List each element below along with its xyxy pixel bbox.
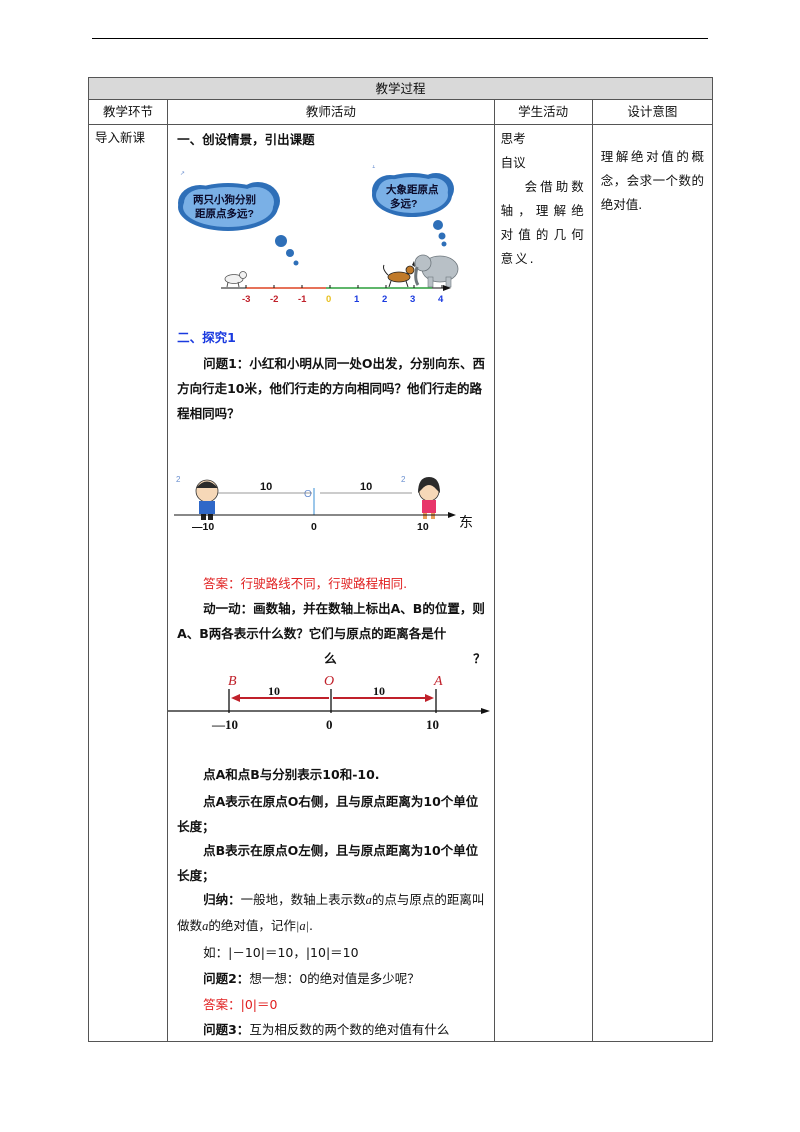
summary-var-a2: a (202, 919, 209, 933)
answer-2: 答案：|0|＝0 (203, 997, 278, 1012)
question-3-label: 问题3： (203, 1022, 250, 1037)
question-2-text: 想一想：0的绝对值是多少呢？ (249, 971, 420, 986)
point-statement-3: 点B表示在原点O左侧，且与原点距离为10个单位长度； (177, 843, 479, 883)
section-1-title: 一、创设情景，引出课题 (177, 132, 315, 147)
tick-10: 10 (426, 717, 439, 732)
numberline-1-tick-label: 2 (382, 294, 387, 305)
lesson-table: 教学过程 教学环节 教师活动 学生活动 设计意图 导入新课 一、创设情景，引出课… (87, 77, 714, 1042)
numberline-1-tick-label: 0 (326, 294, 331, 305)
question-1-text: 小红和小明从同一处O出发，分别向东、西方向行走10米，他们行走的方向相同吗？他们… (177, 356, 485, 421)
point-o-label: O (324, 674, 334, 689)
student-discuss: 自议 (500, 155, 526, 170)
table-title: 教学过程 (88, 77, 713, 100)
bubble-right-line2: 多远? (390, 197, 417, 210)
summary-end: . (309, 918, 313, 933)
point-statement-2: 点A表示在原点O右侧，且与原点距离为10个单位长度； (177, 794, 479, 834)
point-b-label: B (228, 674, 237, 689)
thought-cloud-right: 大象距原点 多远? (372, 173, 455, 247)
svg-text:2: 2 (401, 475, 406, 484)
student-cell: 思考 自议 会借助数轴，理解绝对值的几何意义. (493, 124, 593, 1042)
numberline-1-ticks: -3 -2 -1 0 1 2 3 4 (242, 285, 444, 305)
intent-cell: 理解绝对值的概念，会求一个数的绝对值. (591, 124, 714, 1042)
walk-label-neg10: —10 (192, 521, 214, 533)
col-header-student: 学生活动 (493, 99, 593, 125)
activity-label: 动一动： (203, 601, 254, 616)
small-dog-icon (224, 271, 248, 288)
summary-text-c: 的绝对值，记作 (208, 918, 296, 933)
bubble-left-line2: 距原点多远? (195, 207, 254, 220)
question-1: 问题1：小红和小明从同一处O出发，分别向东、西方向行走10米，他们行走的方向相同… (177, 351, 486, 426)
figure-ab-numberline: B O A 10 10 —10 0 10 (168, 674, 491, 732)
distance-b-label: 10 (268, 684, 280, 698)
activity-prompt: 动一动：画数轴，并在数轴上标出A、B的位置，则A、B两各表示什么数？它们与原点的… (177, 596, 486, 646)
svg-text:1: 1 (372, 165, 376, 170)
girl-icon (418, 477, 441, 519)
summary: 归纳：一般地，数轴上表示数a的点与原点的距离叫做数a的绝对值，记作|a|. (177, 887, 486, 939)
numberline-1-tick-label: 1 (354, 294, 360, 305)
numberline-1-tick-label: -2 (270, 294, 278, 305)
bubble-left-line1: 两只小狗分别 (193, 193, 256, 206)
brown-dog-icon (383, 261, 416, 288)
question-2: 问题2：想一想：0的绝对值是多少呢？ (177, 966, 486, 991)
question-3: 问题3：互为相反数的两个数的绝对值有什么 (177, 1017, 486, 1042)
boy-icon (195, 479, 219, 520)
bubble-right-line1: 大象距原点 (386, 183, 439, 196)
student-think: 思考 (500, 131, 526, 146)
walk-distance-right: 10 (360, 481, 372, 493)
header-rule (92, 38, 708, 39)
figure-walking: 2 2 O (174, 475, 473, 533)
svg-text:↗: ↗ (180, 171, 185, 177)
activity-tail-2: ？ (473, 651, 486, 666)
summary-label: 归纳： (203, 892, 241, 907)
summary-text-a: 一般地，数轴上表示数 (240, 892, 366, 907)
abs-example: 如：|－10|＝10，|10|＝10 (203, 945, 359, 960)
activity-text: 画数轴，并在数轴上标出A、B的位置，则A、B两各表示什么数？它们与原点的距离各是… (177, 601, 485, 641)
col-header-teacher: 教师活动 (167, 99, 495, 125)
tick-0: 0 (326, 717, 333, 732)
answer-1: 答案：行驶路线不同，行驶路程相同. (203, 576, 408, 591)
summary-var-a: a (365, 893, 372, 907)
section-2-title: 二、探究1 (177, 330, 236, 345)
teacher-cell: 一、创设情景，引出课题 ↗ 1 两只小狗分别 距原点多远? (167, 124, 495, 1042)
figure-dogs-numberline: ↗ 1 两只小狗分别 距原点多远? (178, 165, 459, 305)
point-a-label: A (433, 674, 443, 689)
col-header-phase: 教学环节 (87, 99, 169, 125)
phase-cell: 导入新课 (87, 124, 169, 1042)
question-3-text: 互为相反数的两个数的绝对值有什么 (249, 1022, 450, 1037)
distance-a-label: 10 (373, 684, 385, 698)
summary-abs: |a| (295, 919, 310, 933)
walk-label-10: 10 (417, 521, 429, 533)
numberline-1-tick-label: -3 (242, 294, 250, 305)
east-label: 东 (459, 515, 473, 531)
svg-text:2: 2 (176, 475, 181, 484)
point-statement-1: 点A和点B与分别表示10和-10. (203, 767, 380, 782)
col-header-intent: 设计意图 (591, 99, 714, 125)
summary-text-b: 的点与原点的距离叫做数 (177, 892, 485, 933)
numberline-1-tick-label: -1 (298, 294, 307, 305)
question-2-label: 问题2： (203, 971, 250, 986)
student-activity-text: 会借助数轴，理解绝对值的几何意义. (500, 179, 586, 266)
activity-tail-1: 么 (324, 651, 337, 666)
tick-neg10: —10 (211, 717, 238, 732)
origin-o-label: O (304, 489, 312, 500)
walk-label-0: 0 (311, 521, 317, 533)
walk-distance-left: 10 (260, 481, 272, 493)
elephant-icon (414, 254, 459, 288)
thought-cloud-left: 两只小狗分别 距原点多远? (178, 182, 299, 266)
numberline-1-tick-label: 4 (438, 294, 444, 305)
numberline-1-tick-label: 3 (410, 294, 415, 305)
question-1-label: 问题1： (203, 356, 250, 371)
intent-text: 理解绝对值的概念，会求一个数的绝对值. (600, 149, 704, 212)
